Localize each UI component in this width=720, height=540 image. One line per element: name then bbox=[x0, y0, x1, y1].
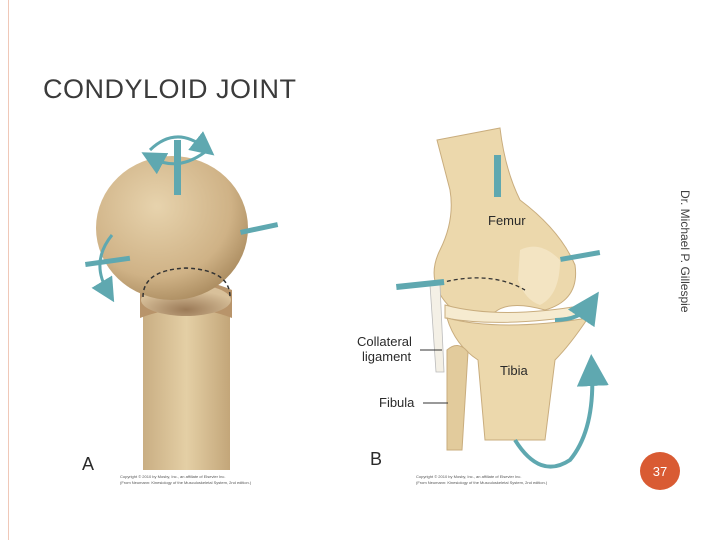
label-femur: Femur bbox=[488, 213, 526, 228]
copyright-a-line1: Copyright © 2010 by Mosby, Inc., an affi… bbox=[120, 474, 226, 479]
condyle-head bbox=[96, 156, 248, 300]
copyright-b-line1: Copyright © 2010 by Mosby, Inc., an affi… bbox=[416, 474, 522, 479]
horizontal-axis-pin-left bbox=[84, 255, 131, 267]
vertical-axis-pin-b bbox=[494, 155, 501, 197]
label-collateral-line1: Collateral bbox=[357, 334, 412, 349]
curved-arrow-icon bbox=[513, 354, 609, 469]
tibia-bone bbox=[446, 317, 590, 441]
page-number-badge: 37 bbox=[640, 452, 680, 490]
vertical-axis-pin bbox=[174, 140, 181, 195]
femur-condyle bbox=[518, 246, 560, 305]
horizontal-axis-pin-b-right bbox=[560, 250, 601, 262]
horizontal-axis-pin-b-left bbox=[395, 278, 445, 290]
rotation-arrow-icon bbox=[148, 131, 215, 156]
shaft-bone bbox=[143, 305, 230, 470]
label-collateral-line2: ligament bbox=[362, 349, 412, 364]
right-sidebar bbox=[688, 0, 712, 540]
contact-dashed-line bbox=[142, 267, 231, 298]
copyright-a-line2: (From Neumann: Kinesiology of the Muscul… bbox=[120, 480, 252, 485]
fibula-bone bbox=[446, 345, 469, 451]
rotation-arrow-icon bbox=[141, 150, 206, 175]
copyright-b-line2: (From Neumann: Kinesiology of the Muscul… bbox=[416, 480, 548, 485]
label-fibula: Fibula bbox=[379, 395, 415, 410]
rotation-arrow-icon bbox=[91, 234, 115, 303]
contact-dashed-line-b bbox=[439, 277, 526, 291]
curved-arrow-icon bbox=[554, 291, 599, 328]
panel-label-a: A bbox=[82, 454, 94, 474]
figure-b: Femur Tibia Collateral ligament Fibula B… bbox=[357, 127, 609, 485]
label-tibia: Tibia bbox=[500, 363, 528, 378]
horizontal-axis-pin-right bbox=[239, 222, 279, 235]
figure-a: A Copyright © 2010 by Mosby, Inc., an af… bbox=[82, 131, 279, 485]
author-vertical-text: Dr. Michael P. Gillespie bbox=[678, 190, 692, 313]
slide-title: CONDYLOID JOINT bbox=[43, 74, 297, 104]
panel-label-b: B bbox=[370, 449, 382, 469]
